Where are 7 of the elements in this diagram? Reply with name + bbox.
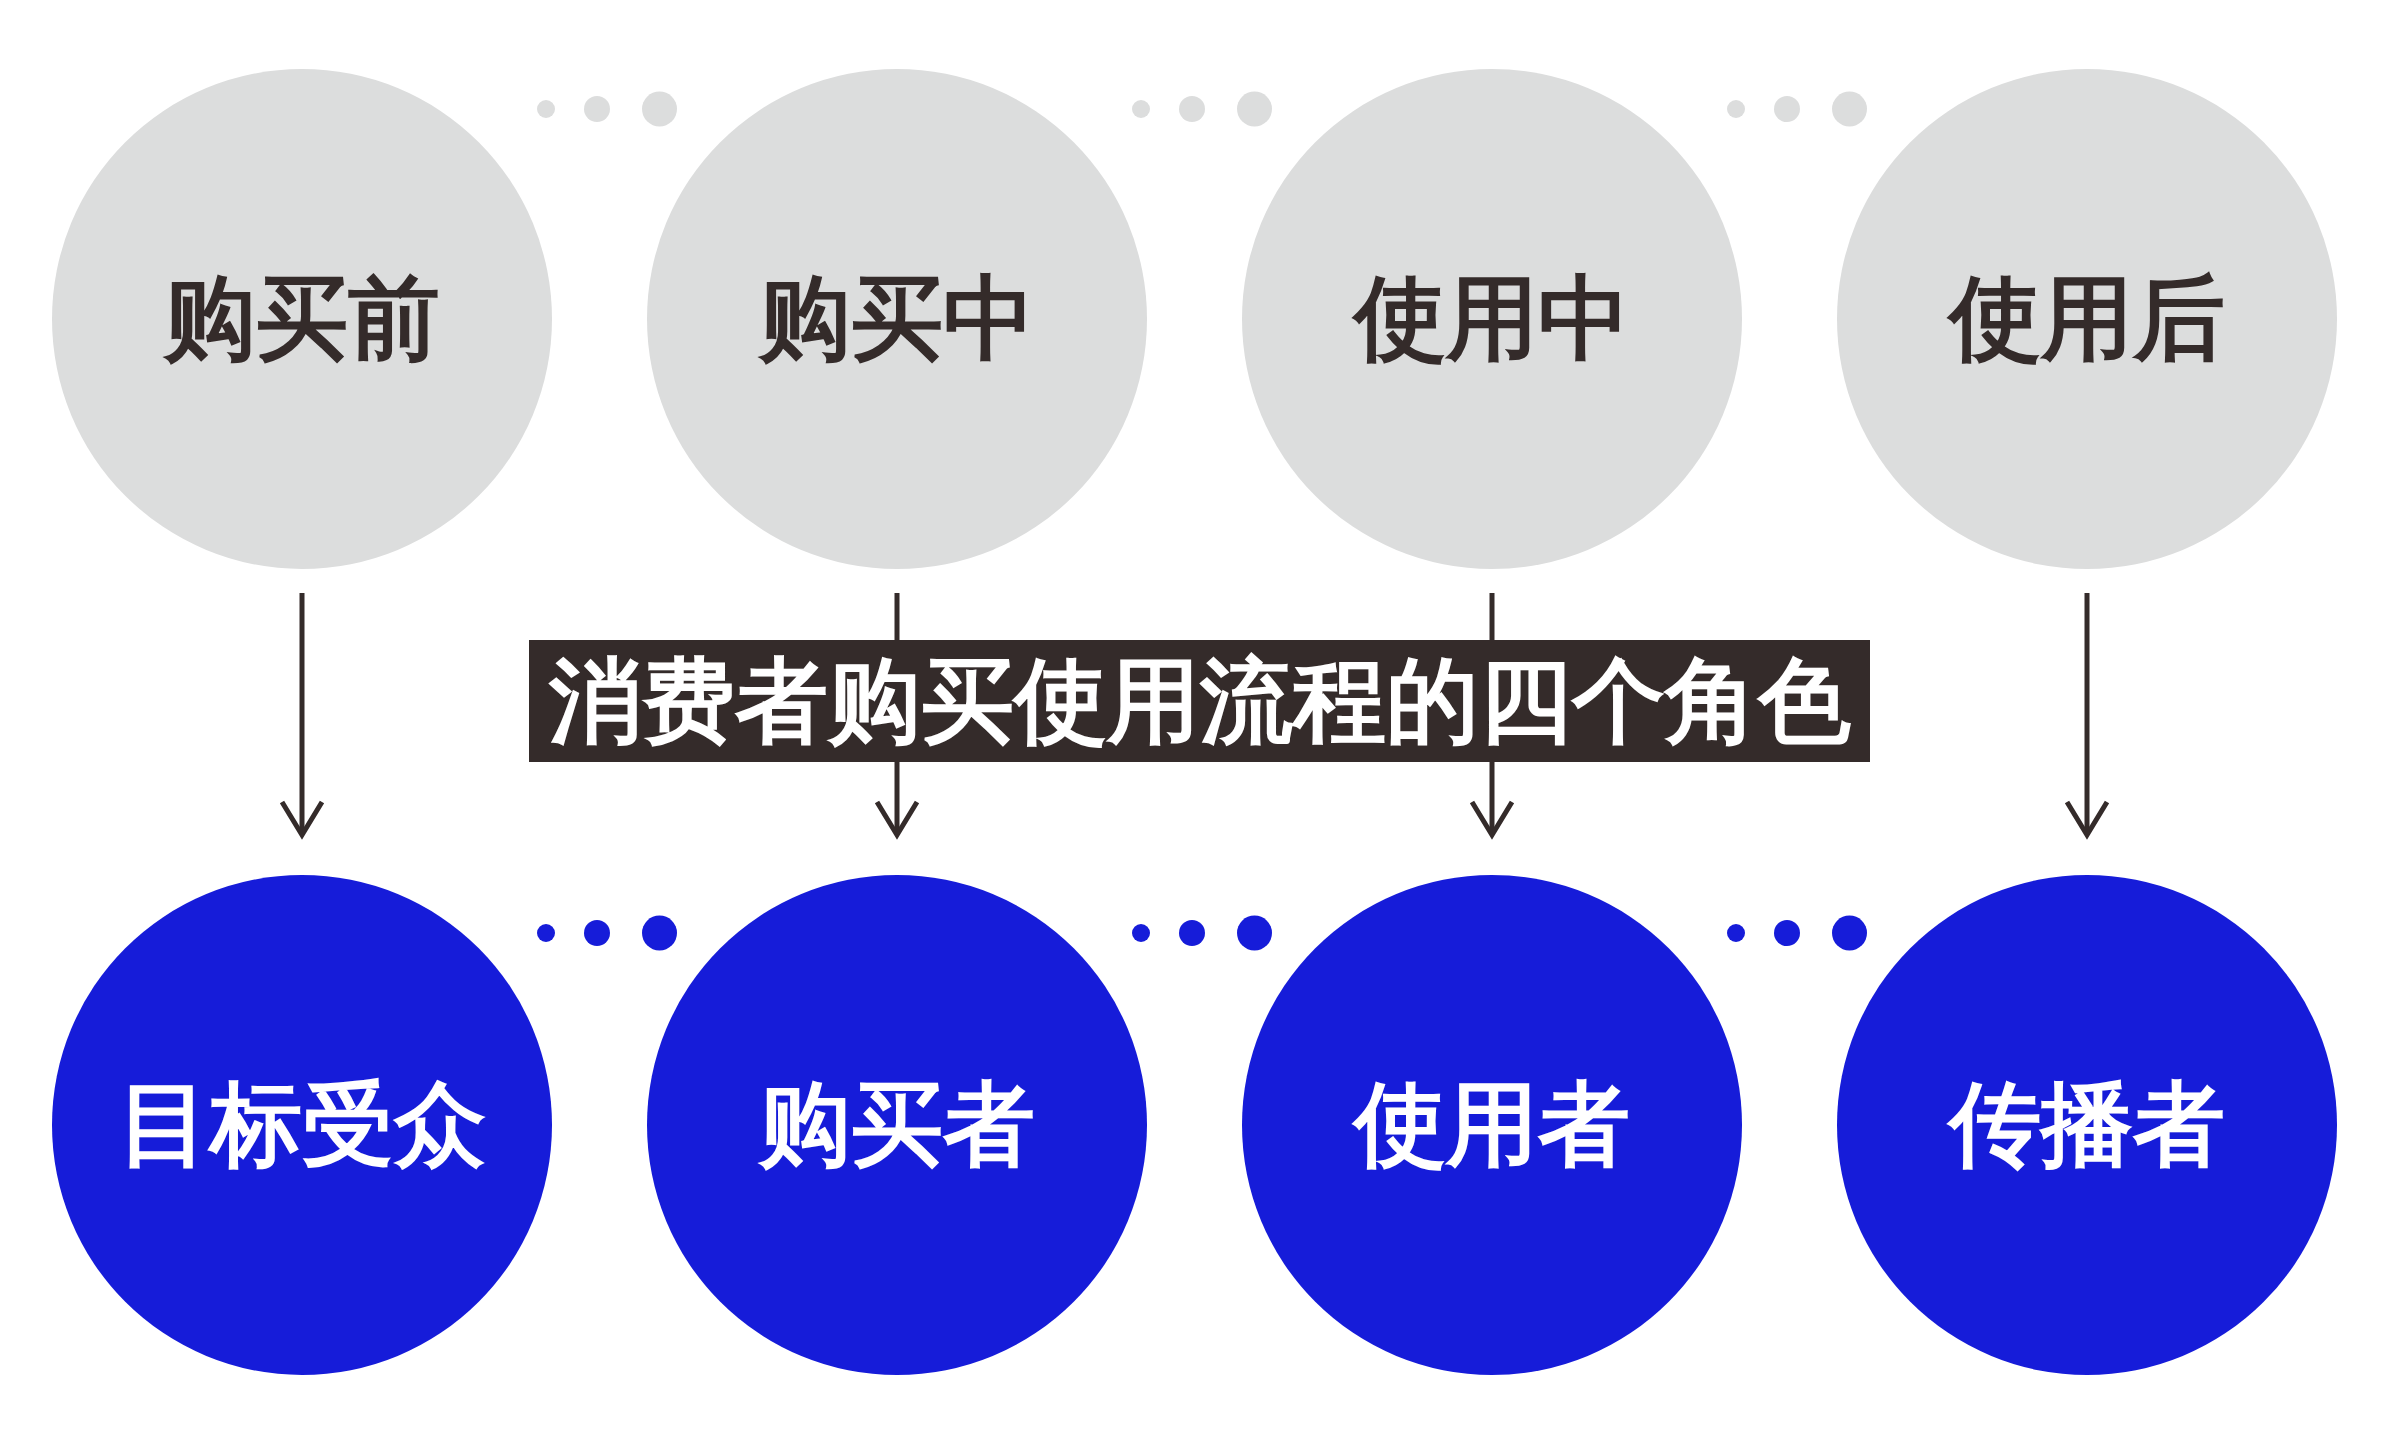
stage-label: 购买前 — [164, 268, 440, 370]
stage-label: 购买中 — [759, 268, 1035, 370]
role-label: 购买者 — [759, 1074, 1035, 1176]
title-banner: 消费者购买使用流程的四个角色 — [529, 640, 1870, 762]
arrow — [279, 593, 325, 838]
arrow — [2064, 593, 2110, 838]
role-label: 目标受众 — [118, 1074, 486, 1176]
